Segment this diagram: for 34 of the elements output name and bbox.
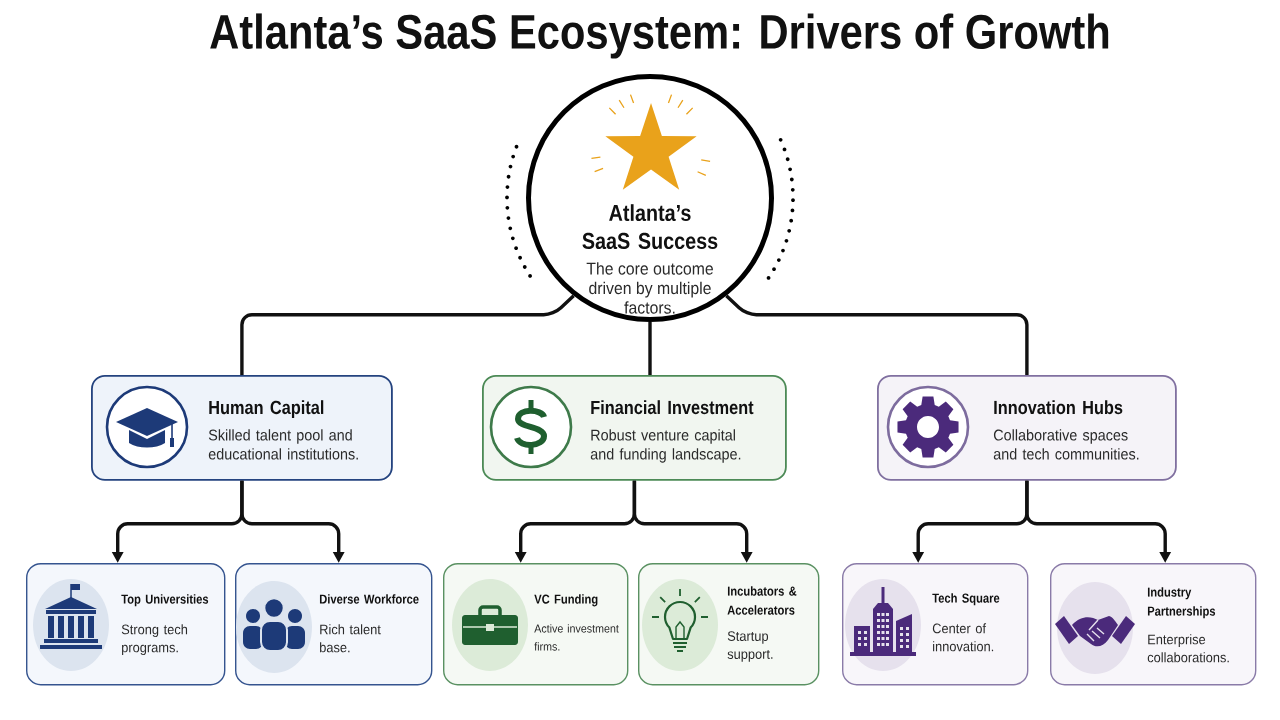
heading: Atlanta’s SaaS Success xyxy=(582,204,718,250)
description: Center of innovation. xyxy=(932,623,994,652)
category-card xyxy=(91,375,393,481)
description: The core outcome driven by multiple factors. xyxy=(586,262,713,314)
heading: Incubators & Accelerators xyxy=(727,586,797,615)
description: Active investment firms. xyxy=(534,624,619,651)
factor-card xyxy=(235,563,433,686)
title: Atlanta’s SaaS Ecosystem: Drivers of Growth xyxy=(210,13,1109,59)
description: Rich talent base. xyxy=(320,624,381,653)
description: Collaborative spaces and tech communities. xyxy=(993,429,1139,460)
factor-card xyxy=(26,563,226,686)
description: Strong tech programs. xyxy=(121,624,188,656)
category-card xyxy=(482,375,787,481)
outcome-circle xyxy=(526,74,774,322)
heading: Human Capital xyxy=(209,400,324,418)
factor-card xyxy=(842,563,1029,686)
connector-line xyxy=(240,294,575,375)
factor-card xyxy=(1050,563,1257,686)
description: Startup support. xyxy=(727,631,773,662)
heading: Diverse Workforce xyxy=(319,594,419,604)
description: Skilled talent pool and educational institutions. xyxy=(208,429,358,460)
factor-card xyxy=(638,563,820,686)
category-card xyxy=(877,375,1177,481)
factor-card xyxy=(443,563,629,686)
heading: Tech Square xyxy=(932,593,1000,606)
connector-line xyxy=(725,294,1029,375)
heading: Industry Partnerships xyxy=(1147,587,1216,619)
connector-line xyxy=(648,322,652,375)
description: Robust venture capital and funding landscape. xyxy=(590,429,741,463)
description: Enterprise collaborations. xyxy=(1147,634,1229,663)
heading: VC Funding xyxy=(534,594,598,607)
heading: Innovation Hubs xyxy=(994,400,1123,415)
heading: Financial Investment xyxy=(591,400,754,415)
heading: Top Universities xyxy=(121,594,209,607)
